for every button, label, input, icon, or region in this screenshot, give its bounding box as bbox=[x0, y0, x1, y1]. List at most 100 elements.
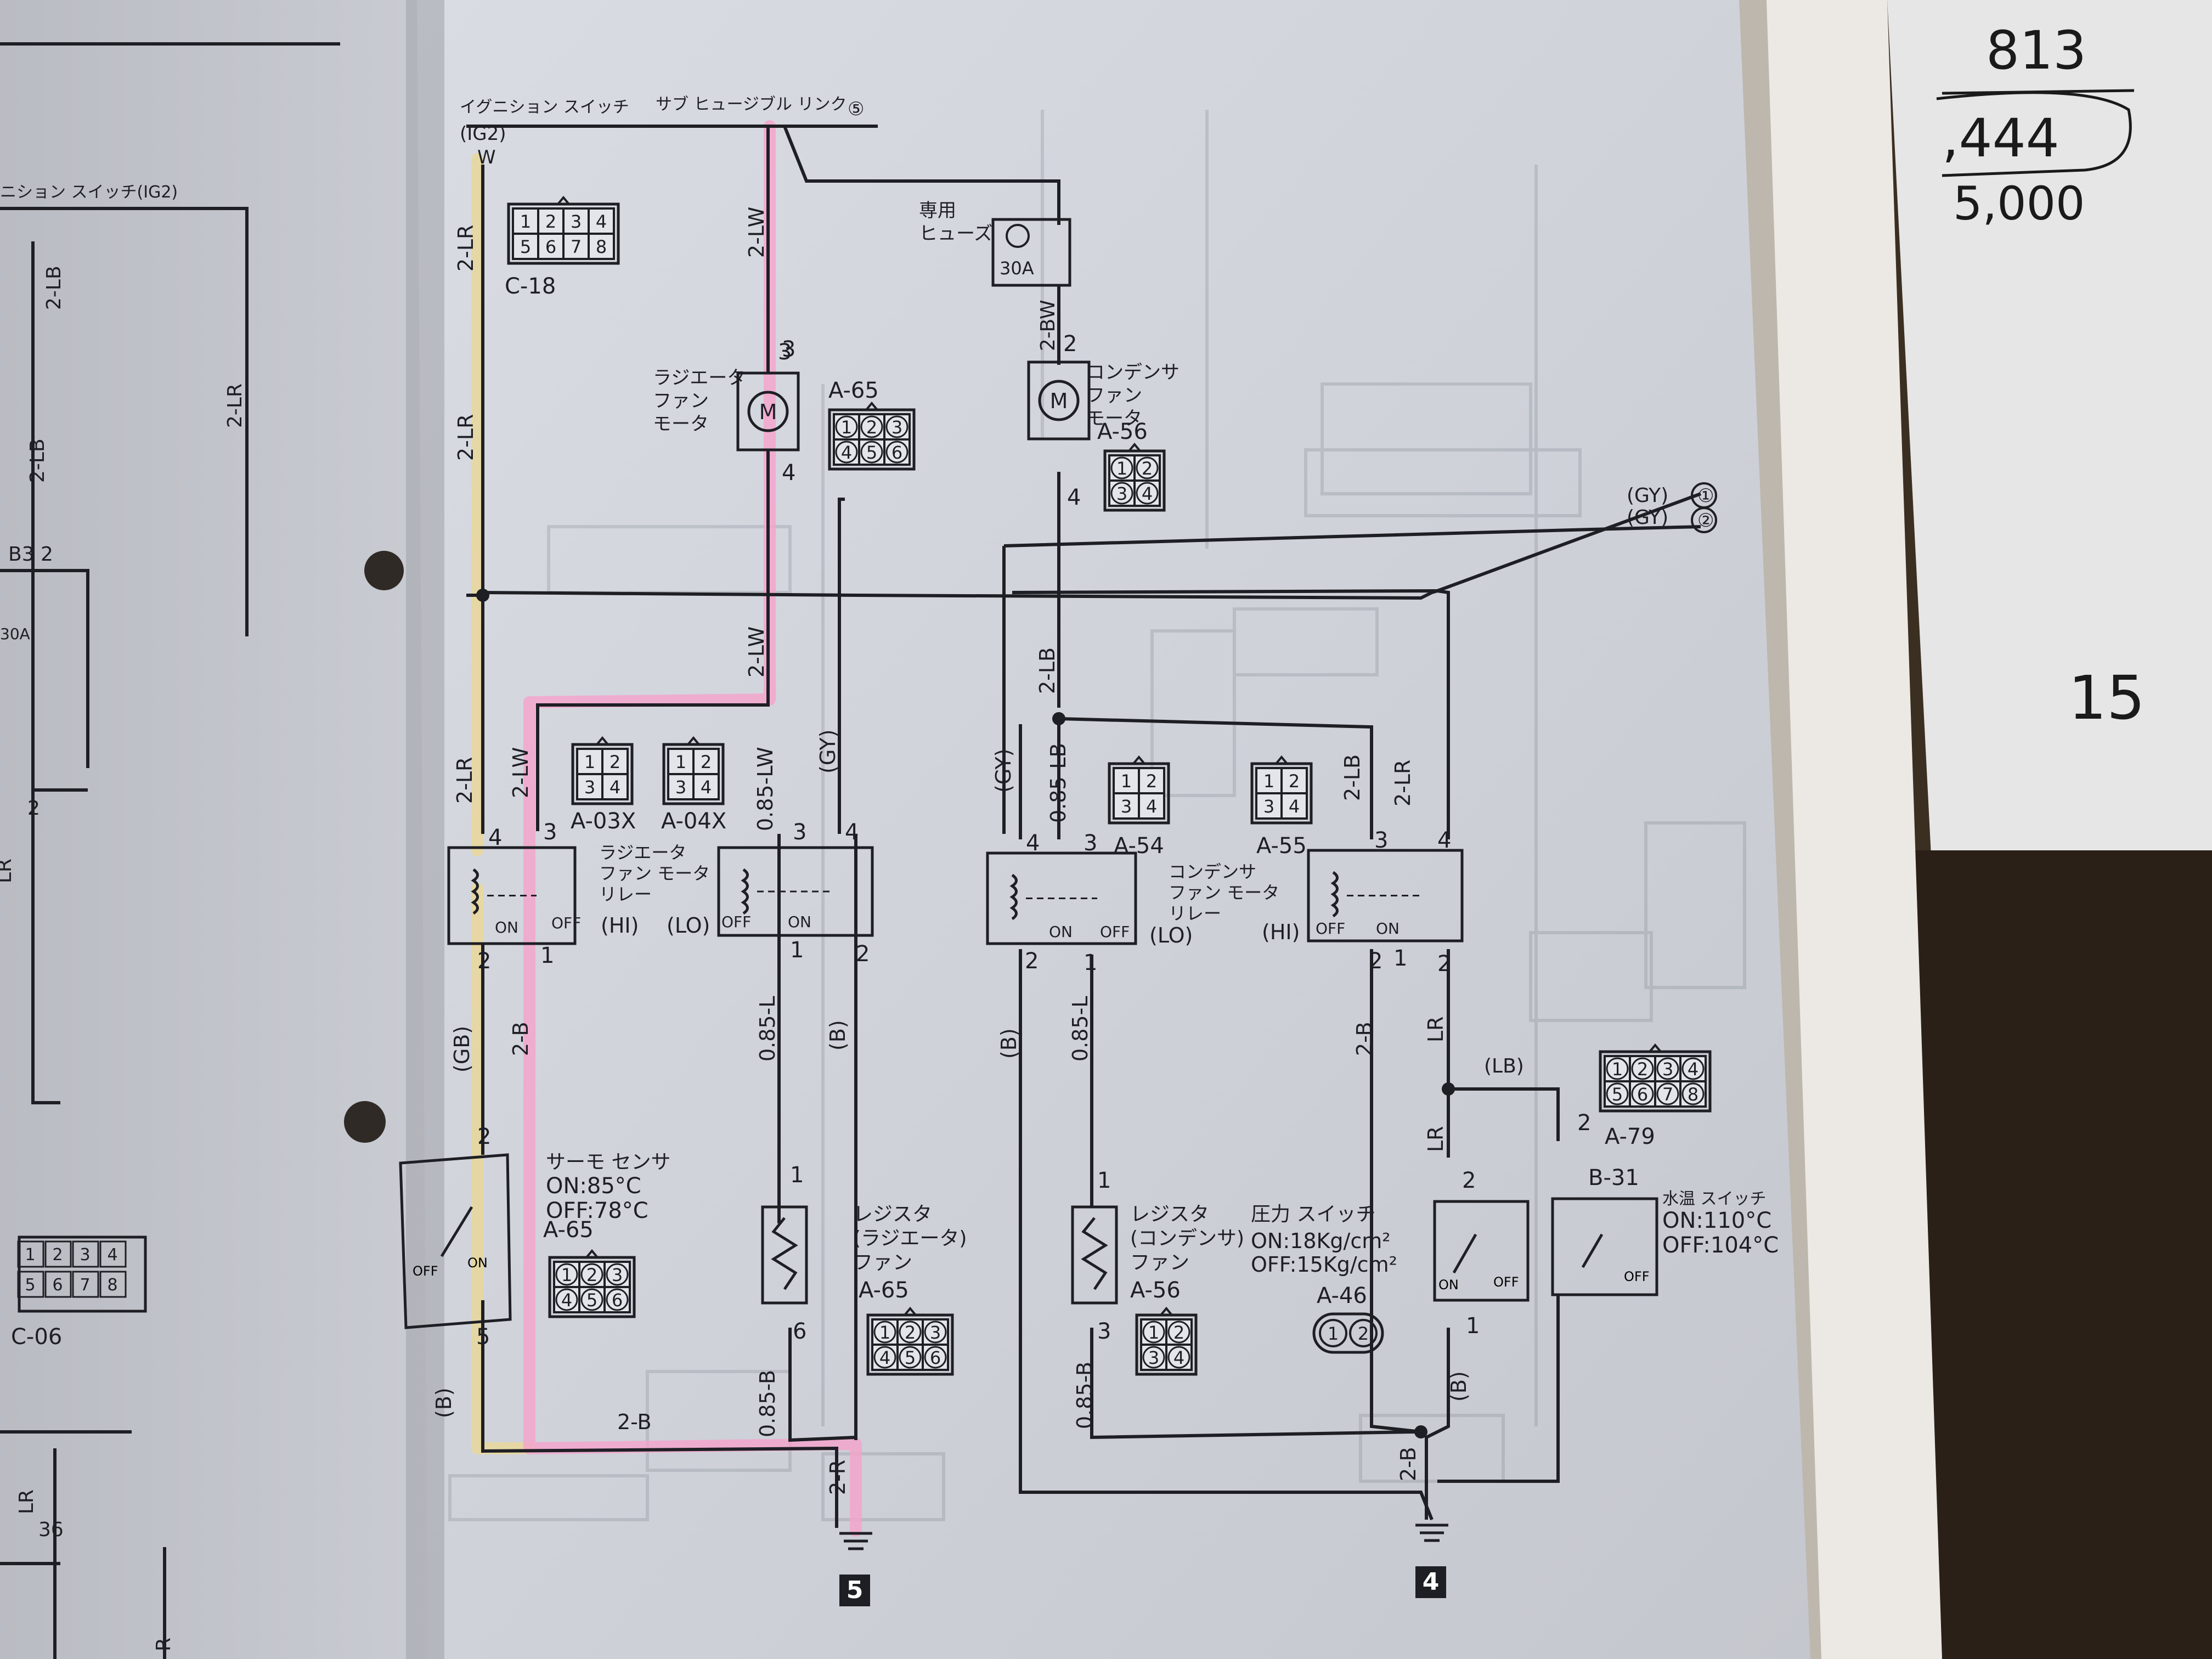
cond-relay-hi-label: (HI) bbox=[1262, 920, 1300, 944]
wire-label: 2-R bbox=[826, 1460, 850, 1495]
pin-circle bbox=[606, 1263, 629, 1286]
resistor-frame bbox=[1071, 1205, 1118, 1305]
pin-circle bbox=[1606, 1082, 1629, 1105]
motor-frame bbox=[1027, 360, 1091, 441]
wire-label: (GY) bbox=[991, 749, 1015, 793]
on-label: ON bbox=[788, 913, 811, 931]
connector-pin: 2 bbox=[586, 1265, 597, 1285]
ghost-box bbox=[1359, 1414, 1505, 1483]
water-off: OFF:104°C bbox=[1662, 1233, 1779, 1258]
wire-label: 2-B bbox=[1396, 1447, 1420, 1481]
connector-id-a79: A-79 bbox=[1605, 1124, 1655, 1149]
junction-dot bbox=[476, 589, 489, 602]
connector-key bbox=[557, 195, 570, 205]
pin-number: 4 bbox=[488, 825, 502, 850]
connector-id-a46: A-46 bbox=[1317, 1283, 1367, 1308]
ignition-label: イグニション スイッチ bbox=[460, 98, 629, 117]
connector-a03x-frame bbox=[571, 743, 634, 805]
wire-label: 2-LB bbox=[1035, 647, 1059, 694]
wire-label: LR bbox=[0, 859, 16, 883]
connector-key bbox=[1132, 755, 1146, 765]
connector-pin: 2 bbox=[1637, 1059, 1648, 1080]
wire-label: 0.85-L bbox=[1068, 996, 1092, 1062]
wire-label: 2-LW bbox=[744, 207, 769, 258]
pin-circle bbox=[1681, 1082, 1705, 1105]
binder-hole-bottom bbox=[344, 1101, 386, 1143]
pin-number: 3 bbox=[543, 820, 557, 845]
wire-label: 2-LW bbox=[509, 747, 533, 798]
wire bbox=[783, 125, 1060, 225]
connector-pin: 5 bbox=[25, 1276, 35, 1295]
wire-label: 2-LW bbox=[744, 627, 769, 678]
connector-cell bbox=[692, 773, 720, 800]
connector-pin: 4 bbox=[1289, 796, 1300, 817]
ghost-box bbox=[821, 1452, 945, 1521]
connector-pin: 5 bbox=[905, 1347, 916, 1368]
note-paper bbox=[1887, 0, 2212, 856]
cond-resistor bbox=[1071, 1205, 1118, 1305]
connector-pin: 6 bbox=[930, 1347, 941, 1368]
pin-number: 1 bbox=[1466, 1313, 1480, 1339]
connector-pin: 4 bbox=[841, 442, 852, 463]
connector-key bbox=[1128, 442, 1141, 452]
connector-pin: 8 bbox=[596, 236, 607, 257]
connector-cell bbox=[576, 748, 603, 775]
connector-pin: 3 bbox=[612, 1265, 623, 1285]
connector-cell bbox=[1113, 792, 1140, 820]
connector-pin: 2 bbox=[1358, 1323, 1369, 1344]
pswitch-frame bbox=[1433, 1200, 1530, 1302]
off-label: OFF bbox=[721, 913, 751, 931]
connector-pin: 2 bbox=[1146, 771, 1157, 792]
wire-label: (GB) bbox=[450, 1026, 474, 1073]
left-connector-id: C-06 bbox=[11, 1324, 62, 1350]
wire-label: 2-BW bbox=[1037, 300, 1059, 351]
connector-pin: 1 bbox=[25, 1245, 35, 1265]
pin-circle bbox=[1110, 456, 1133, 479]
wire-label: 2-B bbox=[1352, 1022, 1376, 1056]
pin-number: 1 bbox=[1084, 950, 1097, 975]
connector-pin: 6 bbox=[52, 1276, 63, 1295]
connector-cell bbox=[588, 207, 615, 235]
relay-frame bbox=[986, 851, 1137, 945]
a46-frame bbox=[1312, 1312, 1384, 1354]
handwritten-15: 15 bbox=[2068, 663, 2145, 733]
connector-a56-resistor-frame bbox=[1135, 1313, 1198, 1376]
wire-label: 2-B bbox=[509, 1022, 533, 1056]
pin-circle bbox=[1136, 482, 1159, 505]
motor-circle bbox=[747, 391, 789, 432]
wire bbox=[838, 498, 845, 834]
pressure-title: 圧力 スイッチ bbox=[1251, 1203, 1375, 1226]
wire-label: 2-LB bbox=[1340, 754, 1364, 801]
junction-dot bbox=[1442, 1082, 1455, 1096]
rad-relay-label: ラジエータファン モータリレー bbox=[599, 842, 710, 905]
pressure-on: ON:18Kg/cm² bbox=[1251, 1229, 1390, 1253]
wire-label: 2-LR bbox=[1391, 760, 1415, 806]
pin-circle bbox=[924, 1346, 947, 1369]
relay-hi-label: (HI) bbox=[601, 913, 639, 938]
connector-cell bbox=[871, 1344, 899, 1371]
connector-cell bbox=[99, 1240, 127, 1268]
wire-label: 2-LB bbox=[26, 438, 49, 483]
pin-circle bbox=[1110, 482, 1133, 505]
pin-number: 2 bbox=[1063, 331, 1077, 357]
motor-frame bbox=[736, 371, 800, 452]
connector-cell bbox=[1133, 479, 1161, 507]
pin-number: 3 bbox=[1097, 1319, 1111, 1344]
connector-pin: 1 bbox=[1263, 771, 1274, 792]
connector-id-a56: A-56 bbox=[1097, 419, 1148, 444]
connector-cell bbox=[601, 773, 629, 800]
on-label: ON bbox=[1049, 923, 1073, 941]
left-page bbox=[0, 0, 433, 1659]
on-label: ON bbox=[495, 918, 518, 936]
connector-a65-thermo-frame bbox=[548, 1256, 636, 1318]
connector-pin: 4 bbox=[879, 1347, 890, 1368]
on-label: ON bbox=[1376, 919, 1400, 938]
pin-number: 2 bbox=[477, 949, 491, 974]
